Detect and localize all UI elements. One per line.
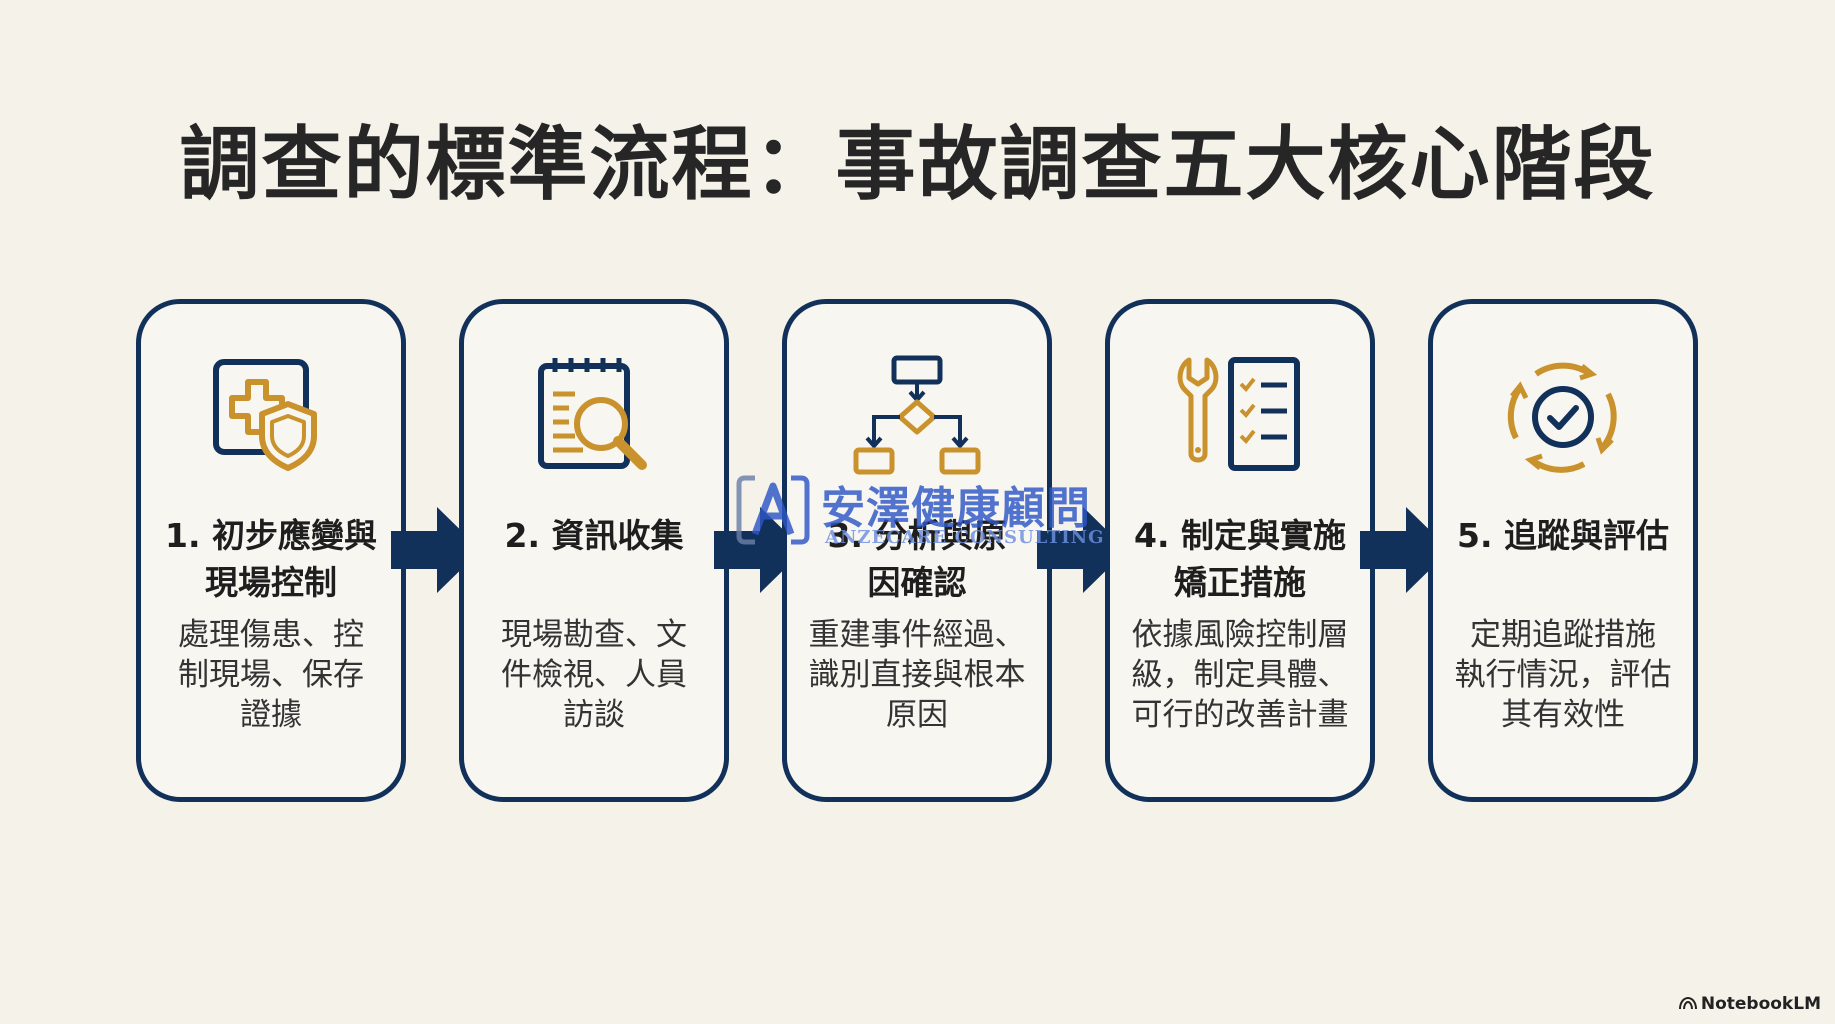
step-title: 4. 制定與實施 矯正措施 xyxy=(1134,516,1346,602)
notebooklm-logo-icon xyxy=(1678,996,1697,1010)
step-description: 定期追蹤措施 執行情況，評估 其有效性 xyxy=(1454,617,1672,733)
right-arrow-icon xyxy=(714,505,804,595)
step-card-4: 4. 制定與實施 矯正措施 依據風險控制層 級，制定具體、 可行的改善計畫 xyxy=(1105,299,1375,802)
watermark-logo-icon xyxy=(733,470,813,550)
notebooklm-brand: NotebookLM xyxy=(1678,994,1821,1014)
step-description: 重建事件經過、 識別直接與根本 原因 xyxy=(808,617,1026,733)
step-title: 2. 資訊收集 xyxy=(504,516,684,555)
page-title: 調查的標準流程：事故調查五大核心階段 xyxy=(179,118,1656,211)
step-title: 5. 追蹤與評估 xyxy=(1457,516,1669,555)
step-title: 3. 分析與原 因確認 xyxy=(827,516,1007,602)
document-search-icon xyxy=(529,352,659,482)
step-card-5: 5. 追蹤與評估 定期追蹤措施 執行情況，評估 其有效性 xyxy=(1428,299,1698,802)
step-title: 1. 初步應變與 現場控制 xyxy=(165,516,377,602)
step-card-2: 2. 資訊收集 現場勘查、文 件檢視、人員 訪談 xyxy=(459,299,729,802)
refresh-check-icon xyxy=(1498,352,1628,482)
watermark-text: 安澤健康顧問 xyxy=(821,483,1091,534)
watermark-subtext: ANZECARE CONSULTING xyxy=(825,527,1105,548)
wrench-checklist-icon xyxy=(1175,352,1305,482)
step-description: 依據風險控制層 級，制定具體、 可行的改善計畫 xyxy=(1131,617,1349,733)
watermark: 安澤健康顧問 ANZECARE CONSULTING xyxy=(733,470,1113,560)
right-arrow-icon xyxy=(391,505,481,595)
step-card-1: 1. 初步應變與 現場控制 處理傷患、控 制現場、保存 證據 xyxy=(136,299,406,802)
right-arrow-icon xyxy=(1360,505,1450,595)
medical-shield-icon xyxy=(206,352,336,482)
flowchart-icon xyxy=(852,352,982,482)
step-description: 處理傷患、控 制現場、保存 證據 xyxy=(178,617,364,733)
right-arrow-icon xyxy=(1037,505,1127,595)
step-description: 現場勘查、文 件檢視、人員 訪談 xyxy=(501,617,687,733)
